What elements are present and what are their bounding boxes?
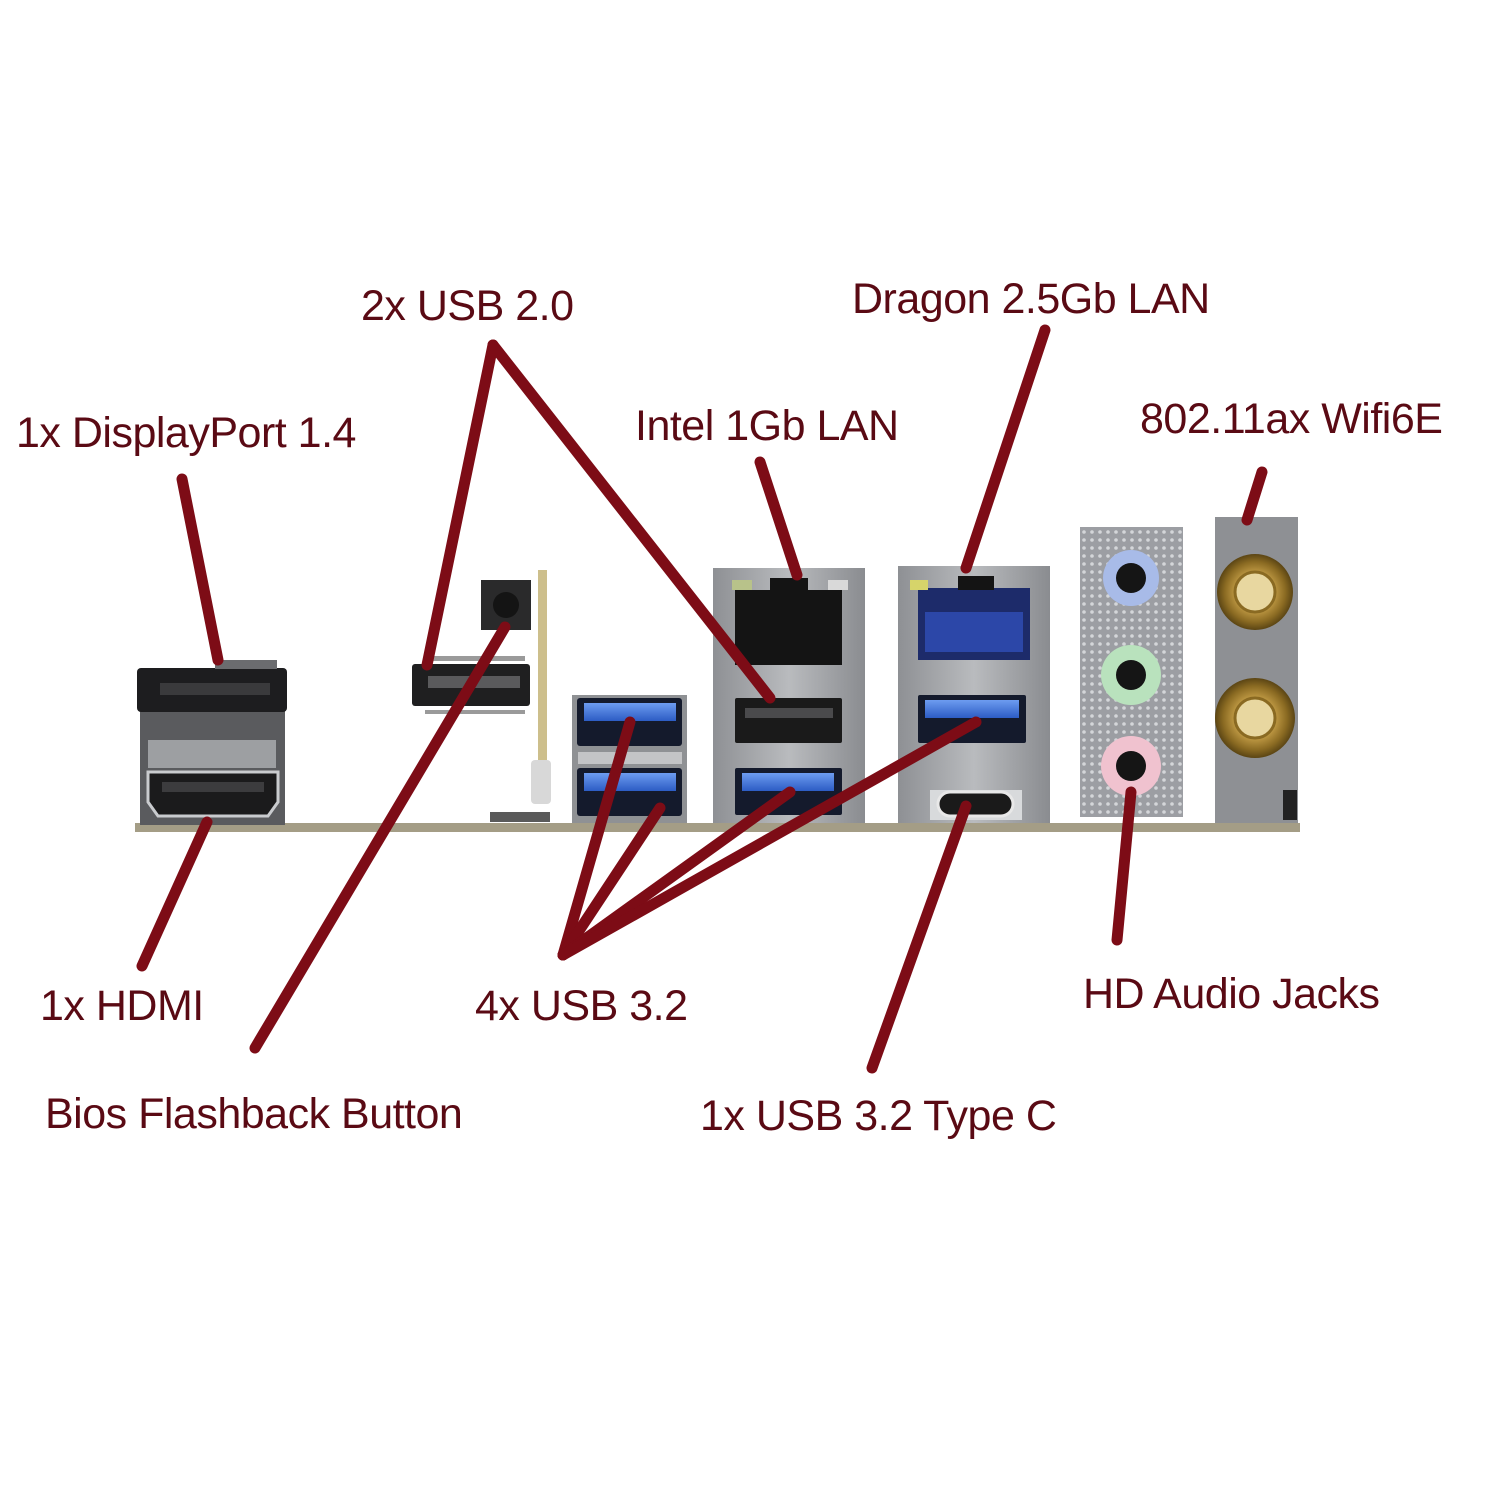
leader-line-bios <box>249 621 511 1054</box>
usb2-port[interactable] <box>735 698 842 743</box>
intel-lan-port[interactable] <box>735 590 842 665</box>
label-displayport: 1x DisplayPort 1.4 <box>16 409 356 457</box>
dragon-lan-usb-block <box>898 566 1050 823</box>
leader-line-usb32-a <box>557 716 636 961</box>
usb32-stack-left <box>572 695 687 823</box>
usb2-bios-block <box>412 570 551 822</box>
leader-line-usb32-d <box>557 716 982 961</box>
label-hdmi: 1x HDMI <box>40 982 204 1030</box>
leader-line-usb2-left <box>421 339 499 671</box>
leader-line-dragon-lan <box>960 324 1051 574</box>
audio-jacks-block <box>1080 527 1183 817</box>
leader-line-wifi <box>1241 466 1268 526</box>
wifi-antenna-block <box>1215 517 1298 823</box>
hdmi-port[interactable] <box>146 770 280 818</box>
label-usb32-typec: 1x USB 3.2 Type C <box>700 1092 1057 1140</box>
displayport-hdmi-stack <box>137 660 287 825</box>
leader-line-displayport <box>176 473 224 666</box>
intel-lan-usb-block <box>713 568 865 823</box>
label-intel-lan: Intel 1Gb LAN <box>635 402 899 450</box>
leader-lines <box>136 324 1268 1074</box>
leader-line-audio <box>1111 786 1137 946</box>
label-dragon-lan: Dragon 2.5Gb LAN <box>852 275 1210 323</box>
label-usb2: 2x USB 2.0 <box>361 282 574 330</box>
leader-line-usb32-b <box>557 802 666 961</box>
io-shield-baseline <box>135 823 1300 832</box>
usb-typec-port[interactable] <box>936 790 1015 818</box>
leader-line-typec <box>866 800 972 1074</box>
label-wifi: 802.11ax Wifi6E <box>1140 395 1443 443</box>
leader-line-usb2-right <box>487 339 776 704</box>
leader-line-intel-lan <box>754 456 803 581</box>
label-usb32: 4x USB 3.2 <box>475 982 688 1030</box>
label-bios-flashback: Bios Flashback Button <box>45 1090 463 1138</box>
label-audio: HD Audio Jacks <box>1083 970 1380 1018</box>
leader-line-hdmi <box>136 816 213 972</box>
